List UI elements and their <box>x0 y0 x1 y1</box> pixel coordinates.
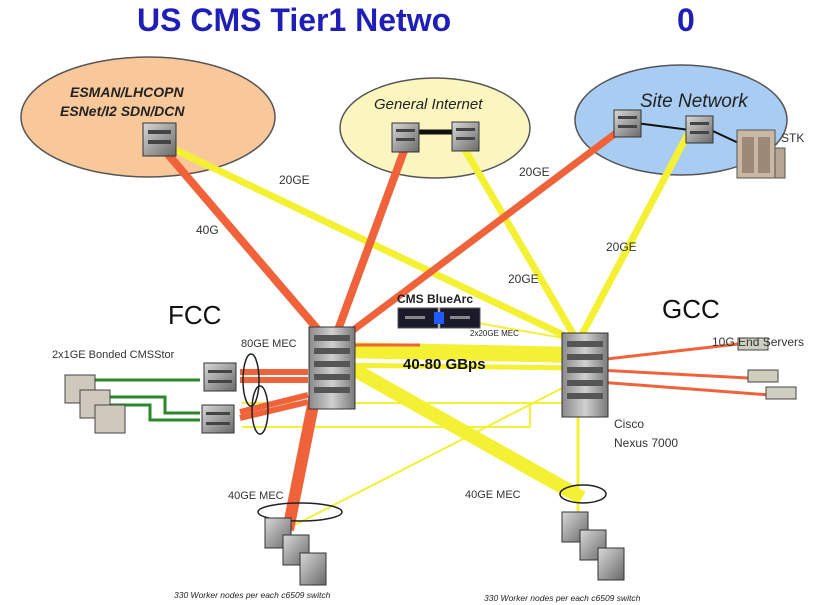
esman-40g-label: 40G <box>196 223 219 237</box>
gcc-label: GCC <box>662 294 720 324</box>
end-servers <box>737 337 797 400</box>
cmsstor-servers <box>64 374 126 434</box>
worker-stack-left <box>264 517 327 586</box>
general-internet-label: General Internet <box>374 96 483 113</box>
esman-label-2: ESNet/I2 SDN/DCN <box>60 103 185 119</box>
mec-rings <box>242 353 607 522</box>
title-left: US CMS Tier1 Netwo <box>137 2 452 38</box>
stk-label: STK <box>781 131 805 145</box>
mec80-label: 80GE MEC <box>241 338 297 350</box>
left-40ge-mec-label: 40GE MEC <box>228 490 284 502</box>
internet-switch-right <box>451 121 480 152</box>
right-40ge-mec-label: 40GE MEC <box>465 489 521 501</box>
esman-label-1: ESMAN/LHCOPN <box>70 84 184 100</box>
site-network-cloud <box>574 64 788 176</box>
fcc-core-chassis <box>308 326 356 410</box>
end-servers-label: 10G End Servers <box>712 335 805 349</box>
title-right: 0 <box>677 2 695 38</box>
bluearc-mec-label: 2x20GE MEC <box>470 329 519 338</box>
general-internet-cloud <box>339 77 531 179</box>
storage-label: 2x1GE Bonded CMSStor <box>52 349 175 361</box>
core-bandwidth-label: 40-80 GBps <box>403 356 486 373</box>
site-switch-right <box>685 115 714 144</box>
gcc-nexus-chassis <box>561 332 609 418</box>
fcc-access-switch-2 <box>201 404 235 434</box>
esman-cloud <box>20 56 276 178</box>
worker-stack-right <box>561 511 625 581</box>
bluearc-label: CMS BlueArc <box>397 292 474 306</box>
yellow-links <box>163 128 694 531</box>
general-20ge-label: 20GE <box>519 165 550 179</box>
site-20ge-label: 20GE <box>606 240 637 254</box>
storage-links <box>95 378 200 422</box>
left-worker-caption: 330 Worker nodes per each c6509 switch <box>174 590 331 600</box>
site-switch-left <box>613 109 642 138</box>
mid-20ge-label: 20GE <box>508 272 539 286</box>
stk-tape-library-icon <box>736 129 786 179</box>
esman-20ge-label: 20GE <box>279 173 310 187</box>
fcc-label: FCC <box>168 300 222 330</box>
nexus-label-1: Cisco <box>614 417 645 431</box>
fcc-access-switch-1 <box>203 362 237 392</box>
right-worker-caption: 330 Worker nodes per each c6509 switch <box>484 593 641 603</box>
esman-switch <box>142 122 177 157</box>
bluearc-storage <box>397 307 481 329</box>
internet-switch-left <box>391 122 420 153</box>
nexus-label-2: Nexus 7000 <box>614 436 679 450</box>
site-network-label: Site Network <box>640 91 748 112</box>
